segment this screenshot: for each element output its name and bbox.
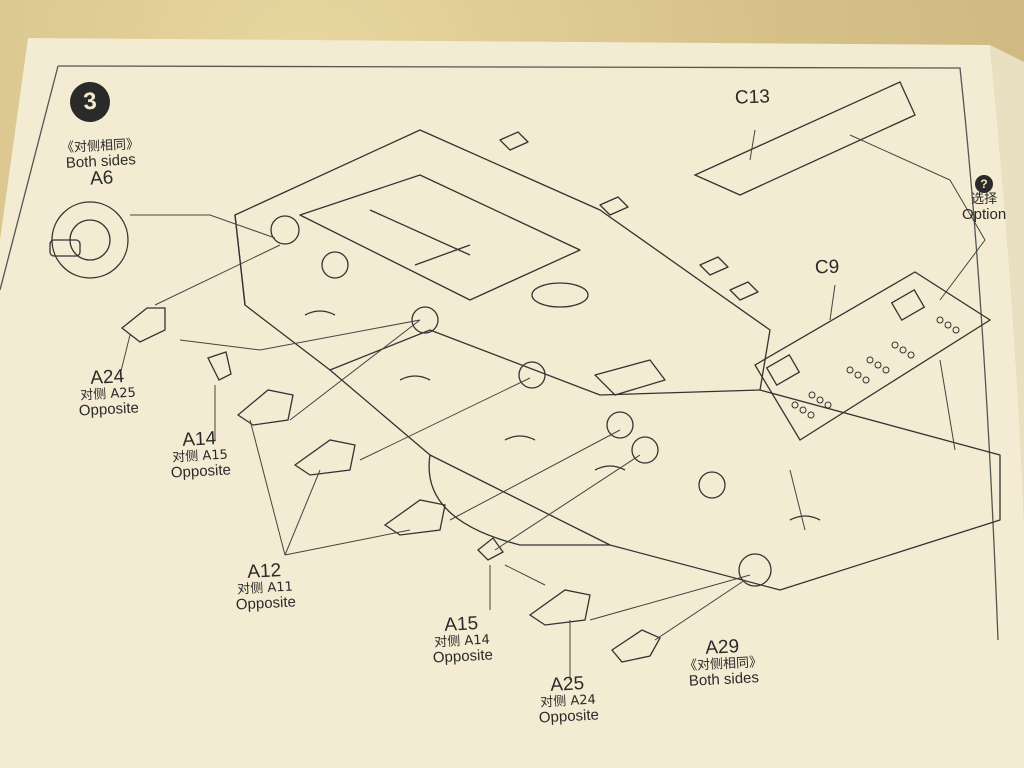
label-a15: A15 对侧 A14 Opposite [431,613,494,667]
label-a25: A25 对侧 A24 Opposite [537,673,600,727]
label-c9-code: C9 [814,256,840,279]
assembly-lines [119,129,986,680]
label-option-cn: 选择 [971,192,998,207]
label-c9: C9 [814,256,840,279]
label-a24: A24 对侧 A25 Opposite [77,366,140,420]
step-number: 3 [82,87,98,116]
frame-border [57,65,999,641]
part-c9-drawing [754,271,992,441]
part-c13-drawing [693,81,916,196]
loose-parts [49,201,661,663]
label-a6: 《对侧相同》 Both sides A6 [61,137,141,191]
label-a24-en: Opposite [78,398,140,420]
label-a12: A12 对侧 A11 Opposite [234,560,297,614]
label-c13: C13 [734,86,771,109]
label-a25-en: Opposite [538,705,600,727]
label-a15-en: Opposite [432,645,494,667]
label-a29: A29 《对侧相同》 Both sides [683,636,763,689]
question-mark-icon: ? [975,175,994,193]
label-a14-en: Opposite [170,460,232,482]
label-option: ? 选择 Option [962,175,1006,222]
label-a12-en: Opposite [235,592,297,614]
paper-sheet [0,38,1024,768]
hull-drawing [234,129,1001,591]
label-c13-code: C13 [734,86,771,109]
label-option-en: Option [962,205,1007,223]
label-a14: A14 对侧 A15 Opposite [169,428,232,482]
